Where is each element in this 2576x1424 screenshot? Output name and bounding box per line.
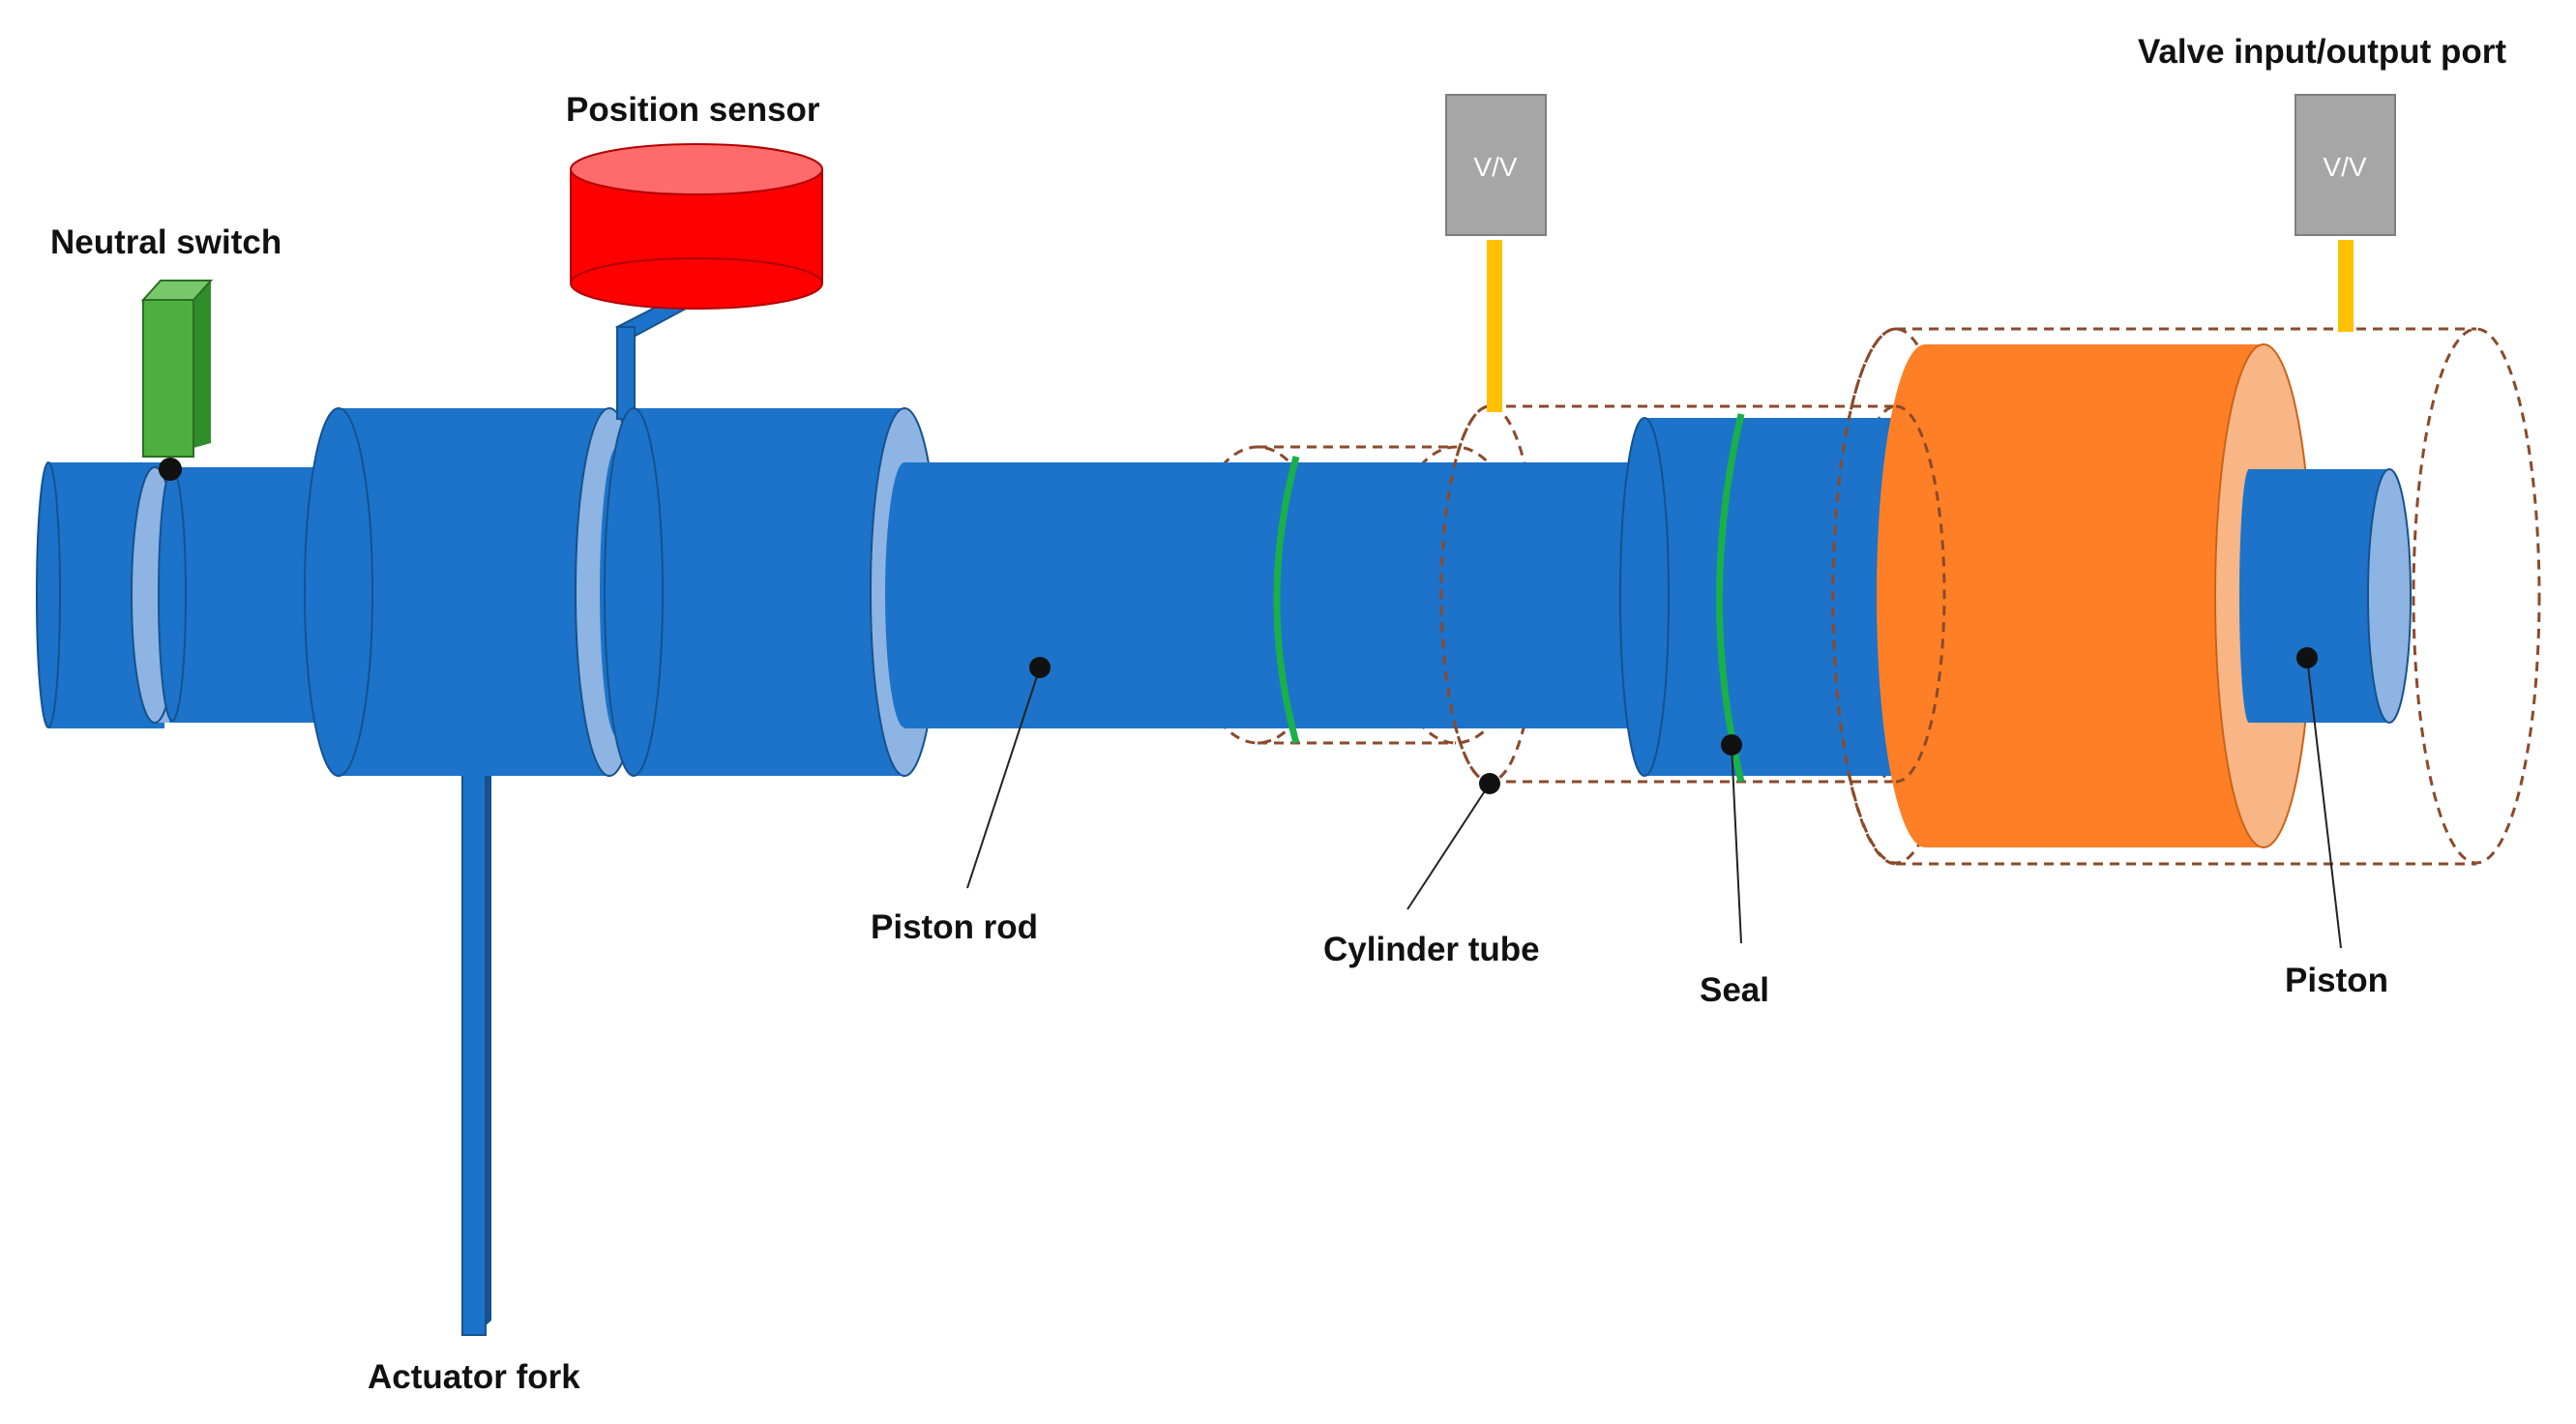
label-cylinder-tube: Cylinder tube [1323,931,1540,968]
piston-rod [885,462,1659,728]
label-neutral-switch: Neutral switch [50,223,281,261]
label-actuator-fork: Actuator fork [368,1358,580,1396]
piston-body [1877,343,2313,848]
piston-end-rod [2239,468,2412,724]
valve-left-label: V/V [1473,152,1517,182]
leader-dots [1029,647,2318,794]
leader-lines [966,657,2342,949]
label-piston: Piston [2285,962,2388,999]
label-piston-rod: Piston rod [871,908,1038,946]
valve-left: V/V [1445,94,1547,412]
label-position-sensor: Position sensor [566,91,820,129]
label-valve-port: Valve input/output port [2138,33,2506,71]
label-seal: Seal [1700,971,1769,1009]
actuator-fork [461,754,491,1336]
position-sensor [570,143,823,310]
seal-ring-right [1716,413,1745,783]
neutral-switch [140,280,214,481]
seal-ring-left [1273,456,1300,744]
valve-right-label: V/V [2323,152,2366,182]
cylinder-tube-front-arcs [1439,327,1946,866]
valve-right: V/V [2295,94,2396,332]
left-end-cylinder [36,461,324,728]
housing-ring-left [304,407,644,777]
